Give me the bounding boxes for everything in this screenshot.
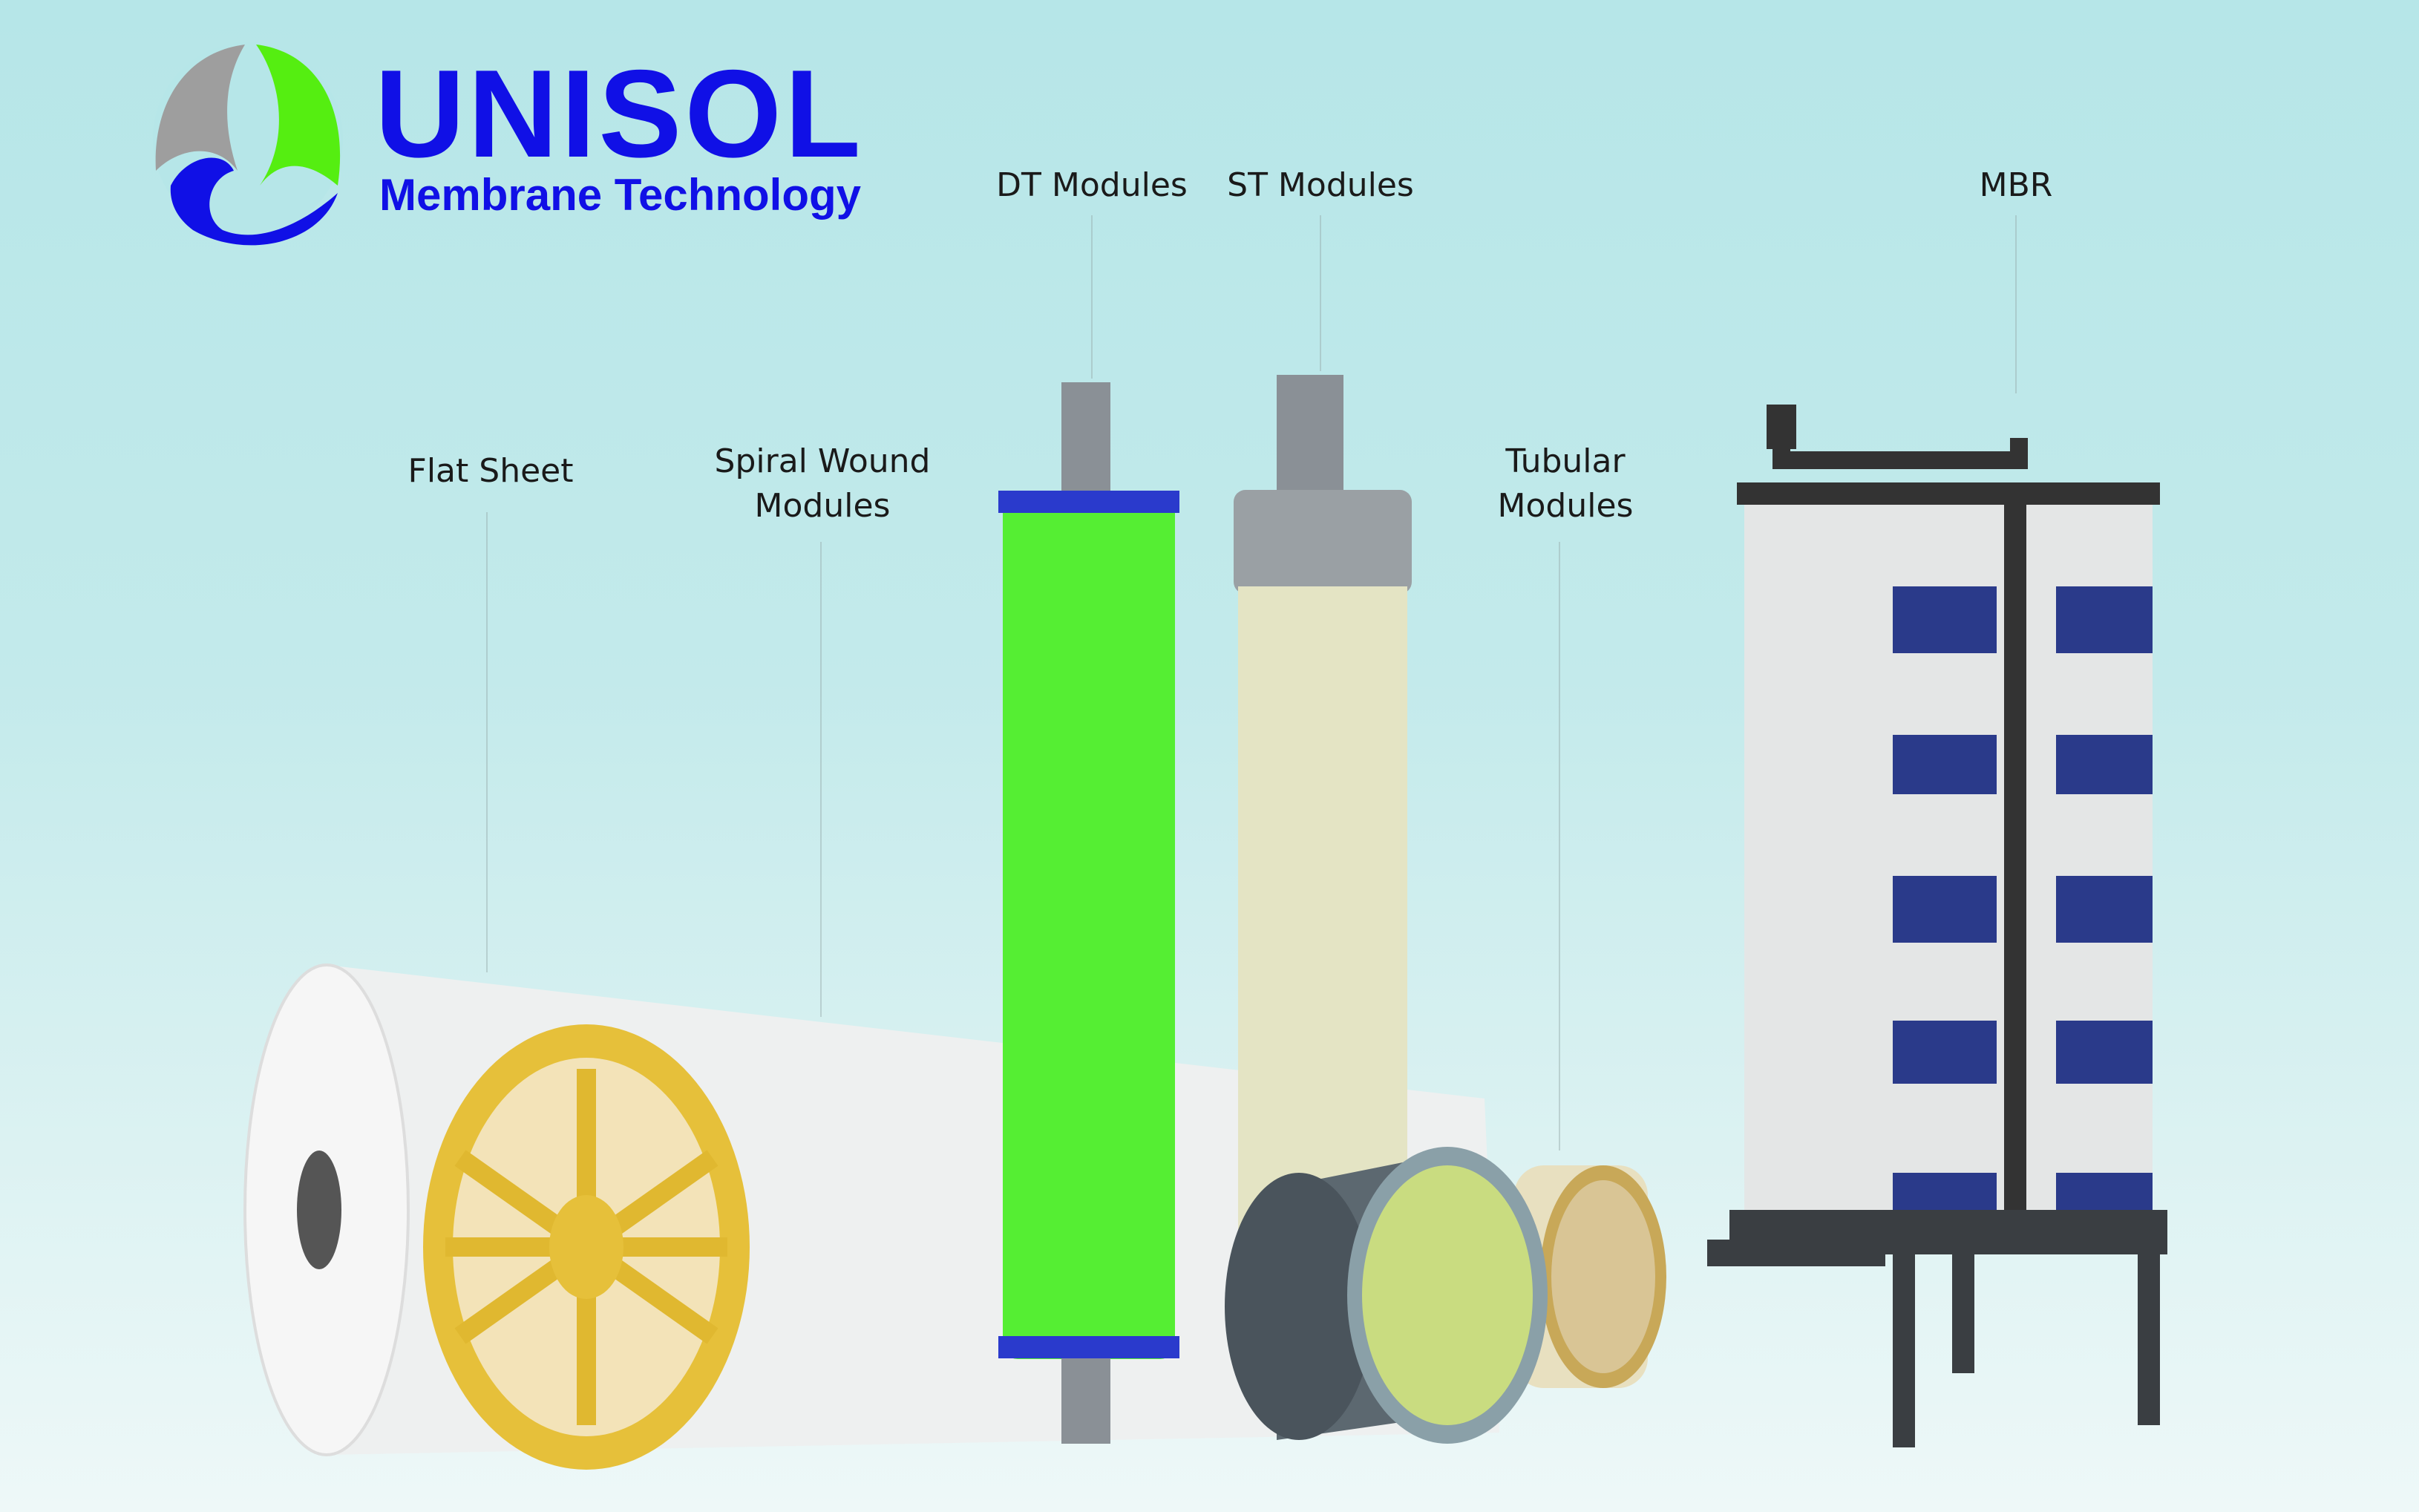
leader-line bbox=[1320, 215, 1321, 371]
label-flat-sheet: Flat Sheet bbox=[407, 452, 574, 490]
leader-line bbox=[1091, 215, 1093, 379]
mbr-module-image bbox=[1707, 405, 2167, 1447]
label-line: Modules bbox=[1497, 487, 1634, 525]
dt-module-image bbox=[998, 382, 1179, 1444]
brand-tagline: Membrane Technology bbox=[379, 170, 861, 220]
label-spiral-wound: Spiral Wound Modules bbox=[715, 439, 931, 528]
brand-name: UNISOL bbox=[375, 44, 864, 183]
leader-line bbox=[1559, 542, 1560, 1151]
unisol-logo-icon bbox=[153, 42, 343, 246]
label-dt-modules: DT Modules bbox=[996, 166, 1188, 204]
leader-line bbox=[2015, 215, 2017, 393]
tubular-module-image bbox=[1225, 1147, 1666, 1444]
label-tubular-modules: Tubular Modules bbox=[1498, 439, 1634, 528]
brand: UNISOL Membrane Technology bbox=[375, 44, 864, 221]
label-line: Tubular bbox=[1505, 442, 1626, 480]
leader-line bbox=[820, 542, 822, 1017]
label-line: Modules bbox=[754, 487, 891, 525]
st-module-image bbox=[1234, 375, 1412, 1240]
label-st-modules: ST Modules bbox=[1227, 166, 1414, 204]
label-line: Spiral Wound bbox=[714, 442, 931, 480]
leader-line bbox=[486, 512, 488, 972]
label-mbr: MBR bbox=[1979, 166, 2053, 204]
spiral-wound-module-image bbox=[243, 963, 1499, 1470]
